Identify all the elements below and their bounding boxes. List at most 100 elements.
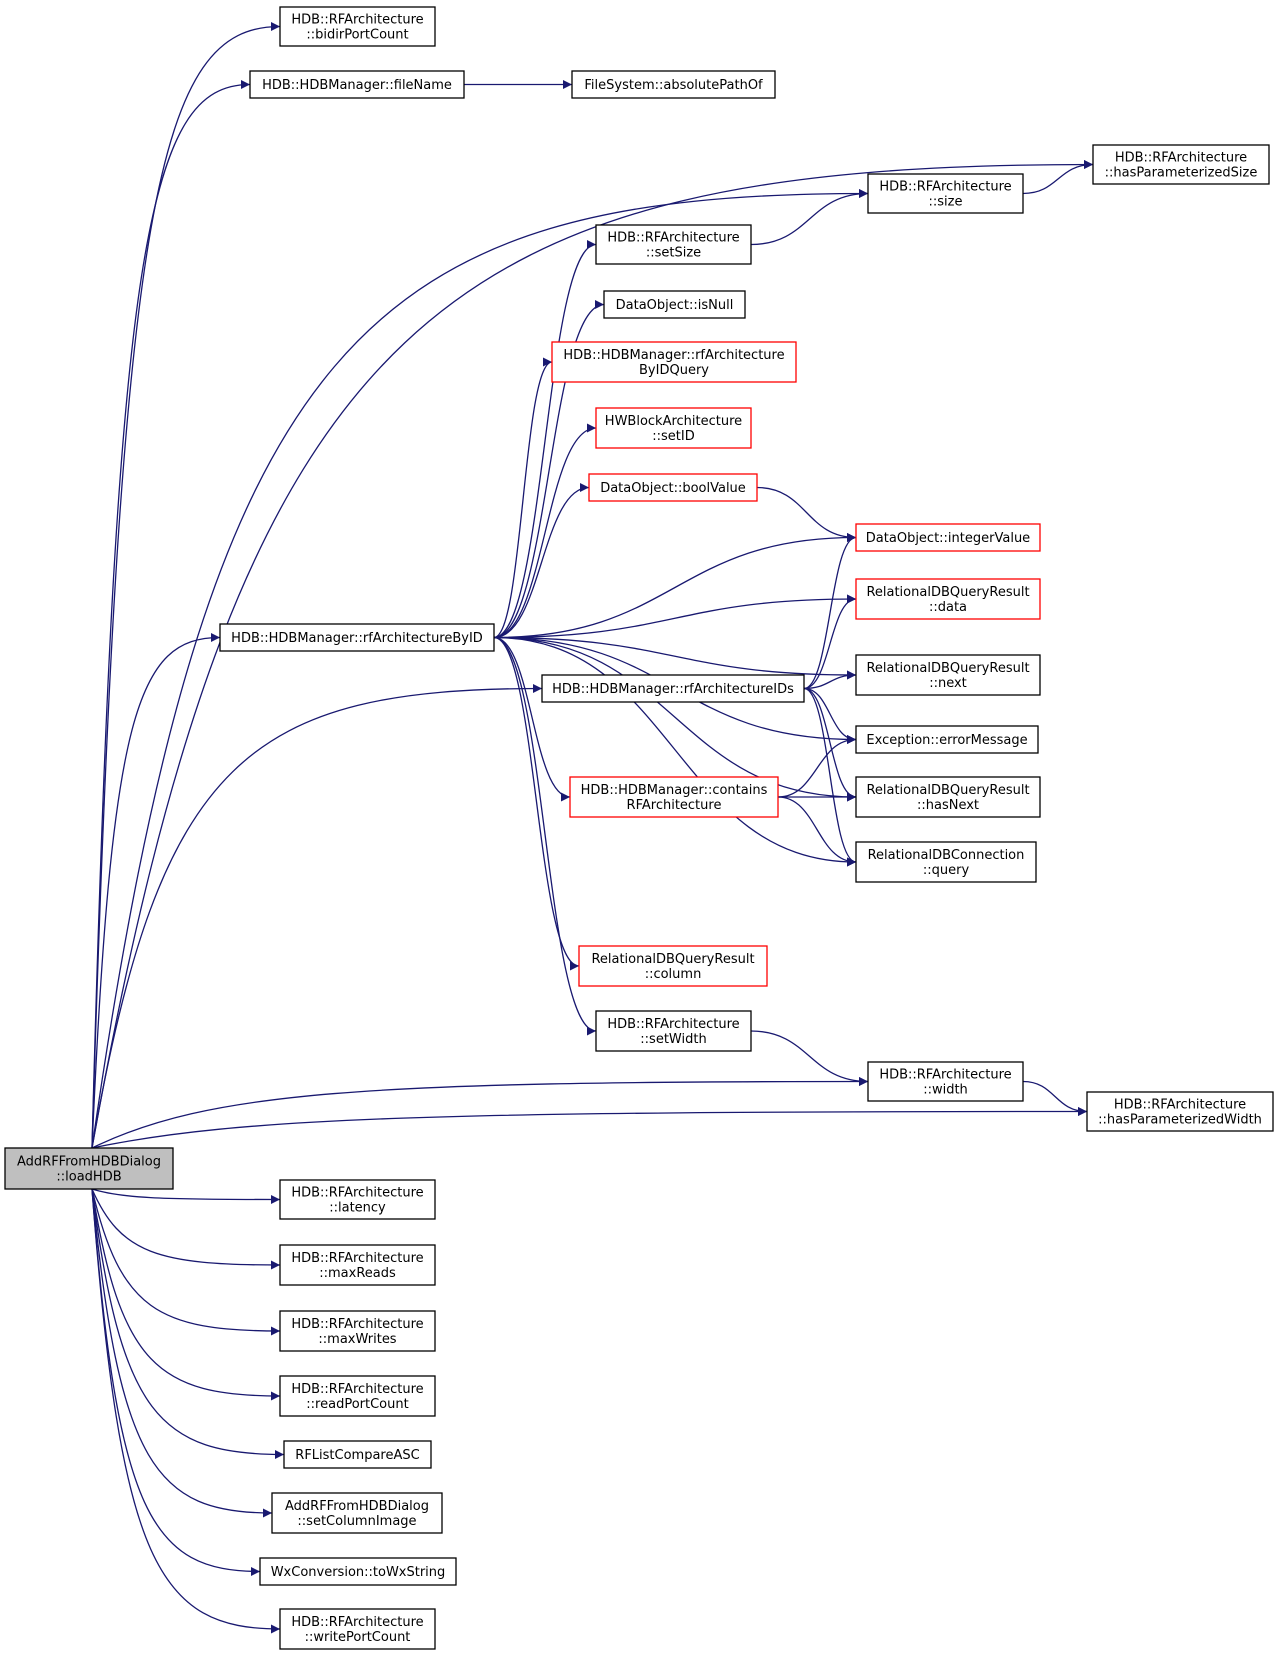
node-label-line: RelationalDBConnection xyxy=(868,848,1025,863)
node-rf-architecture-by-id[interactable]: HDB::HDBManager::rfArchitectureByID xyxy=(219,623,495,652)
node-absolute-path-of[interactable]: FileSystem::absolutePathOf xyxy=(571,70,776,99)
node-box xyxy=(855,841,1037,883)
node-label-line: RelationalDBQueryResult xyxy=(591,952,754,967)
node-label-line: HDB::RFArchitecture xyxy=(1114,1098,1246,1113)
node-label-line: ::data xyxy=(929,600,967,615)
edge-rf-architecture-by-id-to-set-size xyxy=(493,240,597,639)
edge-rf-architecture-ids-to-error-message xyxy=(803,687,857,744)
node-to-wx-string[interactable]: WxConversion::toWxString xyxy=(259,1557,457,1586)
edge-rf-architecture-by-id-to-bool-value xyxy=(493,483,590,639)
node-box xyxy=(855,654,1041,696)
node-label-line: RFListCompareASC xyxy=(295,1448,419,1463)
node-box xyxy=(219,623,495,652)
node-has-next[interactable]: RelationalDBQueryResult::hasNext xyxy=(855,776,1041,818)
node-label-line: ::setSize xyxy=(646,246,701,261)
node-rf-architecture-ids[interactable]: HDB::HDBManager::rfArchitectureIDs xyxy=(541,674,805,703)
node-label-line: ::query xyxy=(923,863,970,878)
edge-contains-rf-to-error-message xyxy=(777,735,857,798)
node-label-line: ::writePortCount xyxy=(305,1630,411,1645)
node-set-width[interactable]: HDB::RFArchitecture::setWidth xyxy=(595,1010,752,1052)
node-label-line: DataObject::integerValue xyxy=(866,531,1030,546)
node-label-line: FileSystem::absolutePathOf xyxy=(584,78,763,93)
node-has-parameterized-size[interactable]: HDB::RFArchitecture::hasParameterizedSiz… xyxy=(1092,144,1270,185)
node-label-line: HDB::HDBManager::fileName xyxy=(262,78,452,93)
edge-width-to-has-parameterized-width xyxy=(1022,1080,1088,1116)
node-bidir-port-count[interactable]: HDB::RFArchitecture::bidirPortCount xyxy=(279,6,436,47)
node-data[interactable]: RelationalDBQueryResult::data xyxy=(855,578,1041,620)
node-label-line: HDB::HDBManager::contains xyxy=(581,783,768,798)
node-box xyxy=(867,1061,1024,1102)
edge-rf-architecture-by-id-to-set-id xyxy=(493,423,597,639)
node-label-line: DataObject::boolValue xyxy=(600,481,746,496)
node-box xyxy=(855,523,1041,552)
node-box xyxy=(595,407,752,449)
node-box xyxy=(603,290,746,319)
node-error-message[interactable]: Exception::errorMessage xyxy=(855,725,1039,754)
edge-rf-architecture-by-id-to-contains-rf xyxy=(493,636,571,802)
edge-root-to-rf-list-compare-asc xyxy=(91,1188,285,1459)
node-label-line: ::hasNext xyxy=(917,798,979,813)
node-box xyxy=(283,1440,432,1469)
node-column[interactable]: RelationalDBQueryResult::column xyxy=(578,945,768,987)
node-file-name[interactable]: HDB::HDBManager::fileName xyxy=(249,70,465,99)
node-bool-value[interactable]: DataObject::boolValue xyxy=(588,473,758,502)
node-label-line: ::maxReads xyxy=(319,1266,396,1281)
node-label-line: DataObject::isNull xyxy=(616,298,734,313)
node-label-line: HDB::RFArchitecture xyxy=(291,1317,423,1332)
node-label-line: HDB::RFArchitecture xyxy=(607,1017,739,1032)
node-size[interactable]: HDB::RFArchitecture::size xyxy=(867,173,1024,214)
node-label-line: HDB::RFArchitecture xyxy=(879,1068,1011,1083)
node-box xyxy=(259,1557,457,1586)
node-width[interactable]: HDB::RFArchitecture::width xyxy=(867,1061,1024,1102)
edge-root-to-set-column-image xyxy=(91,1188,273,1518)
edge-root-to-rf-architecture-by-id xyxy=(91,633,221,1149)
node-is-null[interactable]: DataObject::isNull xyxy=(603,290,746,319)
node-label-line: Exception::errorMessage xyxy=(866,733,1027,748)
node-max-reads[interactable]: HDB::RFArchitecture::maxReads xyxy=(279,1244,436,1286)
node-max-writes[interactable]: HDB::RFArchitecture::maxWrites xyxy=(279,1310,436,1352)
edge-root-to-write-port-count xyxy=(91,1188,281,1634)
edge-root-to-file-name xyxy=(91,80,251,1149)
node-write-port-count[interactable]: HDB::RFArchitecture::writePortCount xyxy=(279,1608,436,1650)
node-box xyxy=(279,1375,436,1417)
edge-root-to-has-parameterized-size xyxy=(91,160,1094,1149)
node-box xyxy=(855,725,1039,754)
node-set-id[interactable]: HWBlockArchitecture::setID xyxy=(595,407,752,449)
node-query[interactable]: RelationalDBConnection::query xyxy=(855,841,1037,883)
edge-root-to-has-parameterized-width xyxy=(91,1107,1088,1149)
node-label-line: ::width xyxy=(923,1083,968,1098)
node-label-line: ::maxWrites xyxy=(318,1332,396,1347)
edges-layer xyxy=(91,22,1094,1634)
node-integer-value[interactable]: DataObject::integerValue xyxy=(855,523,1041,552)
node-label-line: ::hasParameterizedSize xyxy=(1105,166,1258,181)
edge-rf-architecture-by-id-to-integer-value xyxy=(493,533,857,639)
node-label-line: ::latency xyxy=(329,1201,386,1216)
node-label-line: HDB::RFArchitecture xyxy=(291,1186,423,1201)
node-box xyxy=(551,341,797,383)
node-rf-list-compare-asc[interactable]: RFListCompareASC xyxy=(283,1440,432,1469)
node-label-line: ::setColumnImage xyxy=(297,1514,416,1529)
edge-root-to-latency xyxy=(91,1188,281,1204)
node-box xyxy=(569,776,779,818)
node-label-line: ByIDQuery xyxy=(639,363,709,378)
node-box xyxy=(279,1310,436,1352)
node-set-size[interactable]: HDB::RFArchitecture::setSize xyxy=(595,224,752,265)
node-read-port-count[interactable]: HDB::RFArchitecture::readPortCount xyxy=(279,1375,436,1417)
node-box xyxy=(249,70,465,99)
edge-root-to-rf-architecture-ids xyxy=(91,684,543,1149)
node-label-line: ::size xyxy=(929,195,963,210)
node-latency[interactable]: HDB::RFArchitecture::latency xyxy=(279,1179,436,1220)
node-label-line: RelationalDBQueryResult xyxy=(866,783,1029,798)
node-label-line: HDB::RFArchitecture xyxy=(879,180,1011,195)
node-box xyxy=(541,674,805,703)
node-set-column-image[interactable]: AddRFFromHDBDialog::setColumnImage xyxy=(271,1492,443,1534)
node-label-line: ::setWidth xyxy=(640,1032,706,1047)
node-next[interactable]: RelationalDBQueryResult::next xyxy=(855,654,1041,696)
edge-bool-value-to-integer-value xyxy=(756,486,857,542)
node-root[interactable]: AddRFFromHDBDialog::loadHDB xyxy=(4,1147,174,1190)
node-has-parameterized-width[interactable]: HDB::RFArchitecture::hasParameterizedWid… xyxy=(1086,1091,1274,1132)
node-label-line: RFArchitecture xyxy=(627,798,722,813)
